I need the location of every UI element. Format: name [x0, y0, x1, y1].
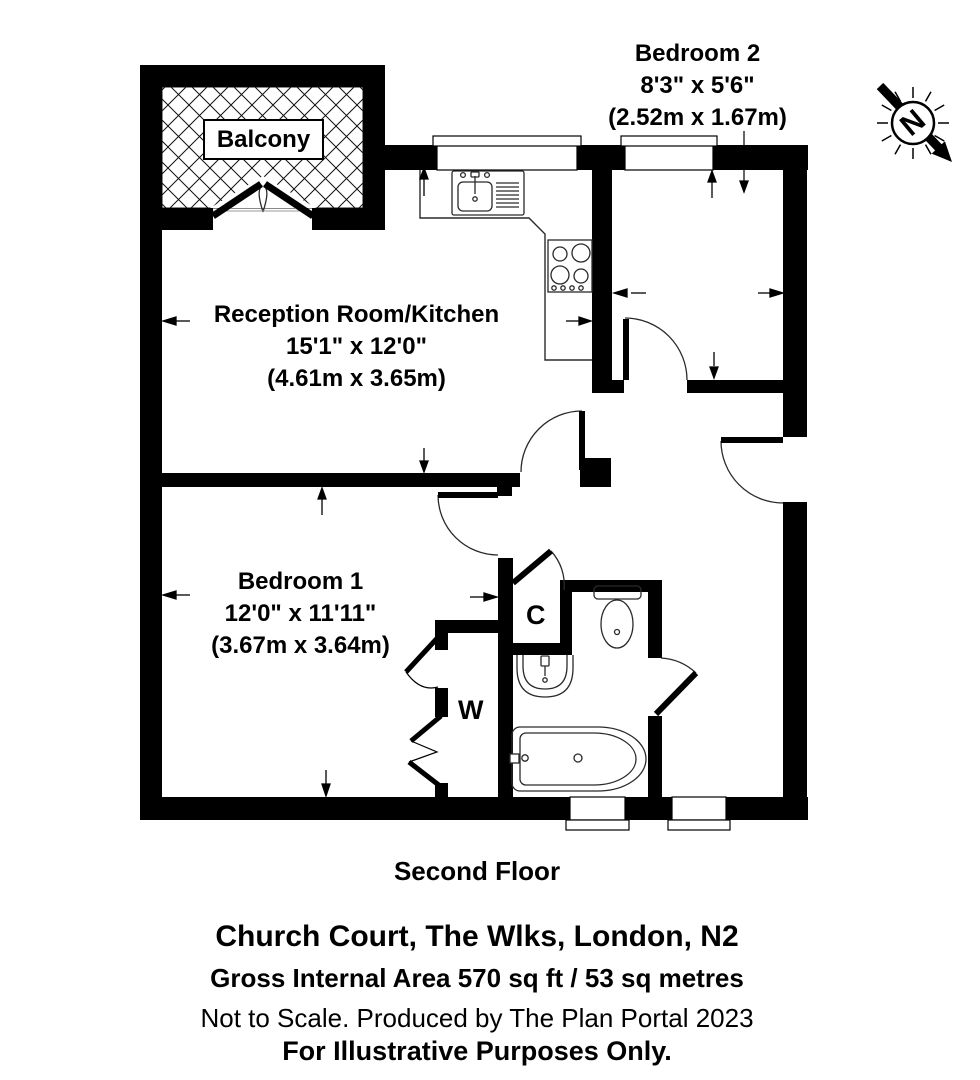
hall-window: [671, 796, 727, 821]
kitchen-window-sill: [432, 135, 582, 147]
purpose-line: For Illustrative Purposes Only.: [282, 1036, 672, 1066]
bedroom2-leader-arrow: [739, 131, 749, 194]
bedroom2-door-arc: [624, 317, 688, 381]
dimension-arrows: [160, 131, 786, 799]
reception-name: Reception Room/Kitchen: [213, 301, 500, 328]
bathroom-window-1-sill: [565, 819, 630, 831]
bifold-doors: [404, 632, 443, 788]
kitchen-window: [436, 144, 578, 171]
hall-window-sill: [667, 819, 731, 831]
door-swing-arcs: [213, 184, 784, 674]
reception-size-imperial: 15'1" x 12'0": [286, 333, 427, 360]
basin-icon: [516, 655, 574, 698]
reception-door-arc: [520, 410, 583, 473]
bathroom-door-arc: [660, 657, 697, 674]
bathroom-door-leaf: [653, 670, 699, 717]
bedroom2-size-metric: (2.52m x 1.67m): [608, 104, 787, 131]
address-line: Church Court, The Wlks, London, N2: [215, 920, 739, 953]
toilet-icon: [593, 585, 642, 649]
bedroom2-window-sill: [620, 135, 718, 147]
floor-title: Second Floor: [393, 856, 561, 886]
floor-plan-svg: N: [140, 65, 952, 831]
bedroom1-size-metric: (3.67m x 3.64m): [211, 632, 390, 659]
bedroom1-name: Bedroom 1: [237, 568, 364, 595]
bedroom2-name: Bedroom 2: [634, 40, 761, 67]
compass-icon: N: [876, 82, 952, 162]
compass-rays: [877, 87, 949, 159]
reception-label: Reception Room/Kitchen 15'1" x 12'0" (4.…: [213, 299, 500, 395]
disclaimer-line: Not to Scale. Produced by The Plan Porta…: [200, 1003, 754, 1033]
bedroom1-label: Bedroom 1 12'0" x 11'11" (3.67m x 3.64m): [158, 566, 443, 662]
hob-icon: [547, 239, 593, 293]
bedroom1-door-arc: [437, 494, 499, 556]
bedroom1-size-imperial: 12'0" x 11'11": [224, 600, 377, 627]
cupboard-label: C: [526, 600, 546, 630]
bedroom2-label: Bedroom 2 8'3" x 5'6" (2.52m x 1.67m): [555, 38, 840, 134]
kitchen-sink-icon: [451, 170, 525, 216]
interior-walls: [162, 168, 807, 820]
bathtub-icon: [509, 726, 647, 792]
cupboard-door-leaf: [511, 548, 553, 586]
balcony-door-leaf-right: [263, 181, 315, 219]
area-line: Gross Internal Area 570 sq ft / 53 sq me…: [210, 963, 744, 993]
balcony-label: Balcony: [203, 119, 324, 160]
cupboard-door-arc: [550, 550, 565, 591]
bedroom2-window: [624, 144, 714, 171]
door-leaves: [211, 181, 783, 717]
bedroom2-size-imperial: 8'3" x 5'6": [640, 72, 755, 99]
balcony-door-leaf-left: [211, 181, 263, 219]
windows: [432, 135, 731, 831]
bathroom-window-1: [569, 796, 626, 821]
reception-size-metric: (4.61m x 3.65m): [267, 365, 446, 392]
wardrobe-label: W: [458, 695, 484, 725]
kitchen-counter: [419, 170, 592, 361]
entrance-door-arc: [720, 440, 784, 504]
